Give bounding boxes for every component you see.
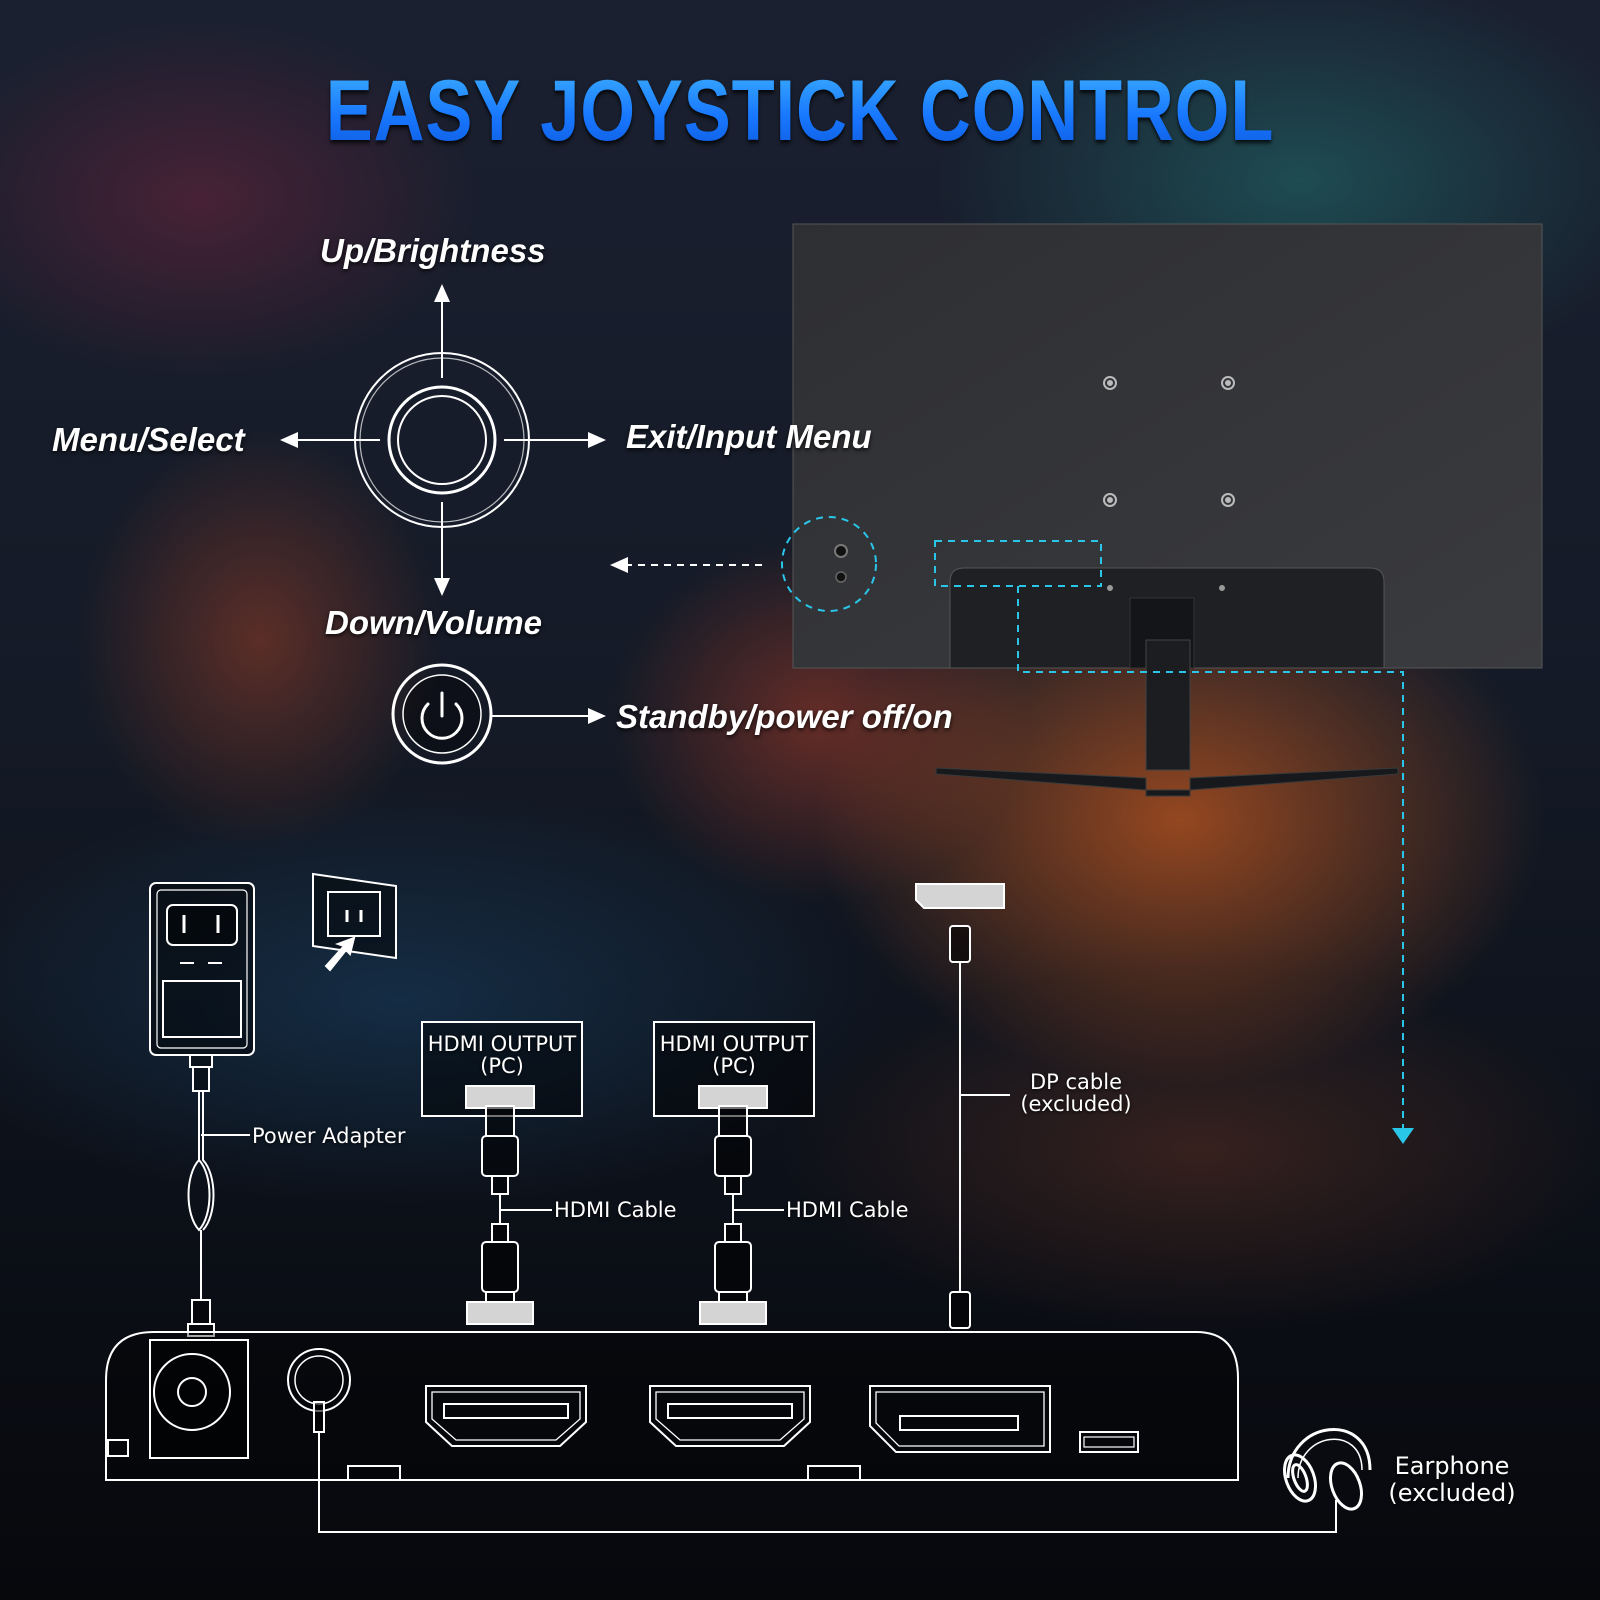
- power-adapter-icon: [149, 882, 255, 1056]
- hdmi-output-box-1: [421, 1021, 583, 1117]
- highlight-callouts: [781, 516, 1404, 1130]
- earphone-cable: [318, 1432, 1337, 1533]
- monitor-stand: [935, 639, 1399, 797]
- label-power-adapter: Power Adapter: [252, 1124, 406, 1148]
- label-hdmi-cable-1: HDMI Cable: [554, 1198, 677, 1222]
- wall-outlet-icon: [312, 872, 397, 972]
- label-exit-input-menu: Exit/Input Menu: [626, 418, 872, 455]
- label-menu-select: Menu/Select: [52, 421, 245, 458]
- monitor-back: [792, 223, 1543, 669]
- hdmi-cable-2: [699, 1105, 784, 1325]
- joystick-diagram: [280, 284, 606, 596]
- power-adapter-cable: [187, 1054, 250, 1337]
- headphones-icon: [1282, 1428, 1372, 1511]
- label-hdmi-cable-2: HDMI Cable: [786, 1198, 909, 1222]
- label-dp-cable: DP cable (excluded): [1020, 1070, 1132, 1116]
- label-up-brightness: Up/Brightness: [320, 232, 546, 269]
- page-title: EASY JOYSTICK CONTROL: [144, 62, 1456, 161]
- hdmi-output-box-2: [653, 1021, 815, 1117]
- power-button-icon: [391, 663, 606, 765]
- hdmi-cable-1: [466, 1105, 552, 1325]
- label-hdmi-output-1: HDMI OUTPUT (PC): [427, 1032, 577, 1078]
- port-panel: [105, 1331, 1239, 1481]
- dp-cable: [915, 883, 1010, 1329]
- label-hdmi-output-2: HDMI OUTPUT (PC): [659, 1032, 809, 1078]
- label-standby-power: Standby/power off/on: [616, 698, 953, 735]
- cyan-arrow-head: [1392, 1128, 1414, 1144]
- label-down-volume: Down/Volume: [325, 604, 542, 641]
- label-earphone: Earphone (excluded): [1388, 1452, 1516, 1507]
